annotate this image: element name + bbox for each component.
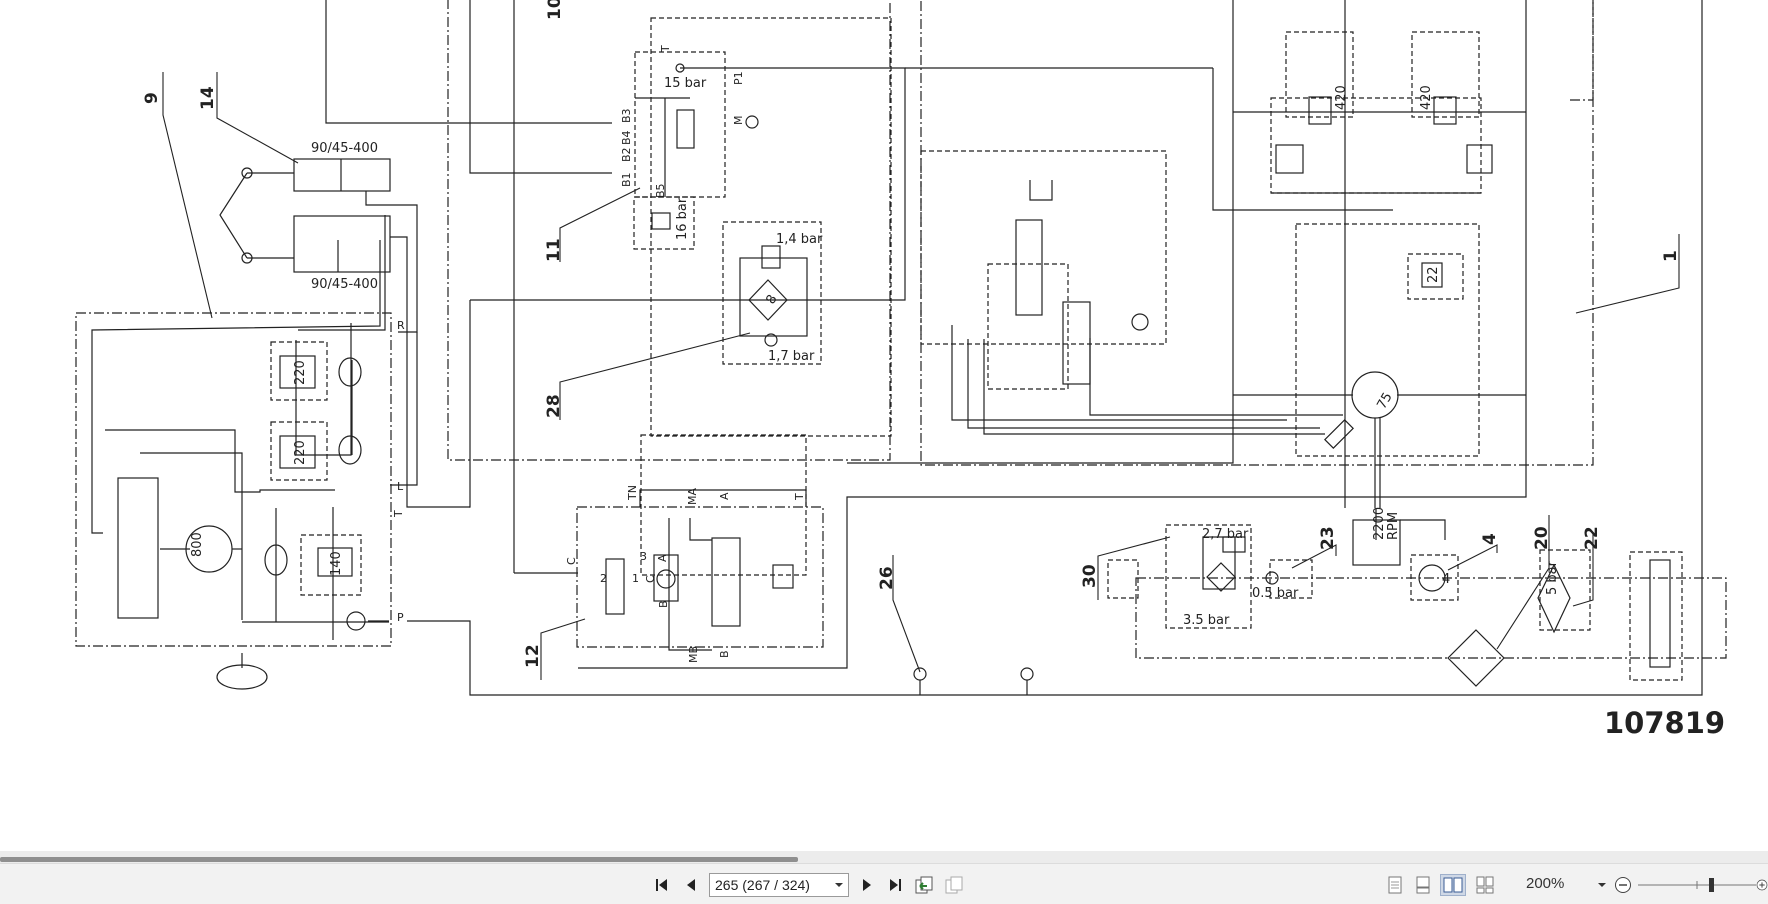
next-page-icon[interactable] [856,874,878,896]
callout-28: 28 [544,394,564,418]
chevron-down-icon[interactable] [829,874,848,896]
relief-220b-label: 220 [293,440,308,465]
port-1: 1 [632,572,639,585]
port-m: M [732,116,745,126]
port-t3: T [793,493,806,501]
port-t1: T [659,45,672,53]
port-b4: B4 [620,130,633,145]
pump-75-label: 75 [1374,390,1395,412]
port-mb: MB [687,646,700,663]
continuous-facing-view-icon[interactable] [1474,874,1496,896]
port-b6: B [718,650,731,658]
callout-23: 23 [1318,526,1338,550]
continuous-view-icon[interactable] [1412,874,1434,896]
filter-8-label: 8 [763,292,780,307]
port-a2: A [656,554,669,562]
hydraulic-schematic: 90/45-400 90/45-400 15 bar 1,4 bar 1,7 b… [75,0,1727,740]
filter-14bar-label: 1,4 bar [776,232,823,247]
scrollbar-thumb[interactable] [0,857,798,862]
previous-page-icon[interactable] [680,874,702,896]
port-t2: T [392,510,405,518]
callout-12: 12 [523,644,543,668]
zoom-slider[interactable] [1638,874,1756,896]
last-page-icon[interactable] [884,874,906,896]
chevron-down-icon[interactable] [1595,876,1609,894]
relief-140-label: 140 [329,551,344,576]
engine-rpm-unit: RPM [1386,512,1401,540]
port-b: B [657,600,670,608]
valve-35bar-label: 3.5 bar [1183,613,1230,628]
valve-16bar-label: 16 bar [675,197,690,240]
relief-420a-label: 420 [1334,85,1349,110]
port-b3: B3 [620,108,633,123]
pump-4-label: 4 [1442,572,1450,587]
valve-27bar-label: 2,7 bar [1202,527,1249,542]
port-ma: MA [686,488,699,505]
callout-14: 14 [198,86,218,110]
callout-20: 20 [1532,526,1552,550]
port-r: R [397,319,405,332]
relief-420b-label: 420 [1419,85,1434,110]
callout-22: 22 [1582,526,1602,550]
port-p1: P1 [732,71,745,85]
horizontal-scrollbar[interactable] [0,851,1768,863]
motor-800-label: 800 [190,532,205,557]
port-l: L [397,480,404,493]
port-tn: TN [626,485,639,501]
drawing-number: 107819 [1604,706,1725,740]
page-number-input[interactable] [710,876,829,894]
port-a: A [718,492,731,500]
port-b2: B2 [620,147,633,162]
callout-11: 11 [544,238,564,262]
cyl-bot-label: 90/45-400 [311,277,378,292]
zoom-in-icon[interactable] [1756,874,1768,896]
facing-pages-view-icon[interactable] [1440,874,1466,896]
port-b1: B1 [620,172,633,187]
single-page-view-icon[interactable] [1384,874,1406,896]
callout-30: 30 [1080,564,1100,588]
valve-05bar-label: 0.5 bar [1252,586,1299,601]
engine-rpm-value: 2200 [1372,507,1387,540]
filter-17bar-label: 1,7 bar [768,349,815,364]
first-page-icon[interactable] [652,874,674,896]
callout-26: 26 [877,566,897,590]
port-2: 2 [600,572,607,585]
viewer-toolbar: 200% [0,863,1768,904]
callout-1: 1 [1661,250,1681,262]
callout-9: 9 [142,92,162,104]
port-b5: B5 [654,183,667,198]
document-viewport[interactable]: 90/45-400 90/45-400 15 bar 1,4 bar 1,7 b… [0,0,1768,850]
zoom-out-icon[interactable] [1612,874,1634,896]
callout-10: 10 [545,0,565,20]
valve-5bar-label: 5 bar [1545,560,1560,595]
relief-220a-label: 220 [293,360,308,385]
relief-22-label: 22 [1426,266,1441,283]
port-3: 3 [640,550,647,563]
port-c: C [565,557,578,565]
port-c2: C [644,575,657,583]
next-view-icon[interactable] [942,874,966,896]
port-p: P [397,611,404,624]
page-number-field[interactable] [709,873,849,897]
zoom-level[interactable]: 200% [1526,875,1565,892]
valve-15bar-label: 15 bar [664,76,707,91]
previous-view-icon[interactable] [912,874,936,896]
cyl-top-label: 90/45-400 [311,141,378,156]
callout-4: 4 [1480,533,1500,545]
